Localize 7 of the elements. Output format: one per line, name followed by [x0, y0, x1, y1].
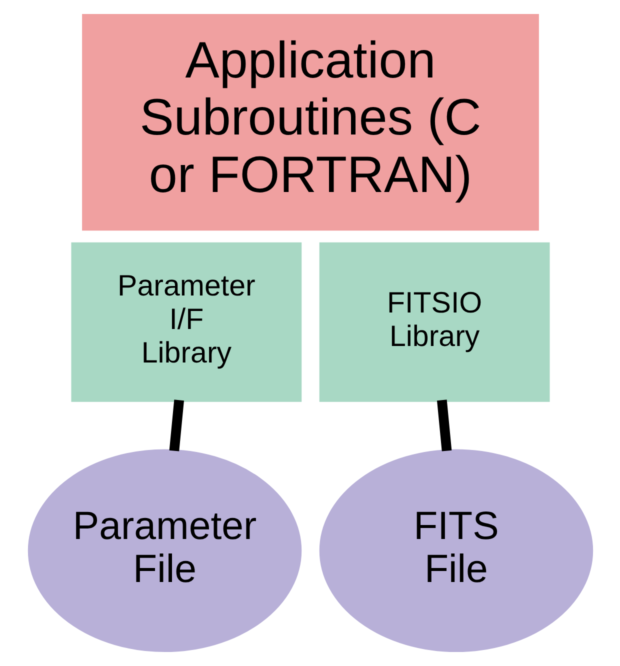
- connector: [436, 400, 452, 452]
- node-box: FITSIO Library: [318, 242, 550, 402]
- node-ellipse: Parameter File: [27, 449, 302, 652]
- node-box: Parameter I/F Library: [70, 242, 302, 402]
- node-box: Application Subroutines (C or FORTRAN): [82, 14, 538, 231]
- node-ellipse: FITS File: [318, 449, 593, 652]
- connector: [168, 400, 184, 452]
